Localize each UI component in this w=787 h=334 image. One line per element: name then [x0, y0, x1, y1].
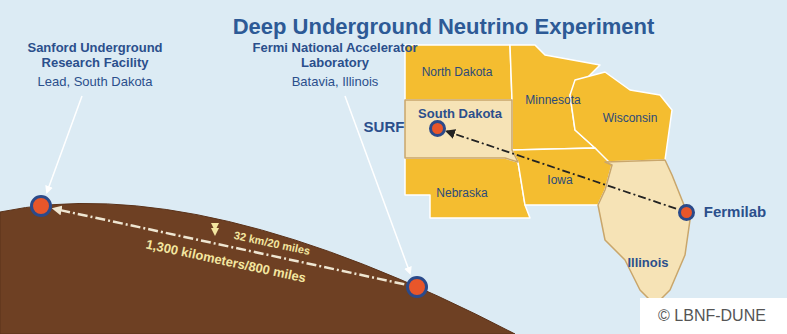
earth-section — [0, 203, 515, 334]
state-name: Wisconsin — [603, 111, 658, 125]
state-name: Illinois — [627, 255, 668, 270]
site-name: SURF — [354, 118, 414, 136]
site-name: Sanford Underground Research Facility — [10, 40, 180, 70]
site-name: Fermi National Accelerator Laboratory — [250, 40, 420, 70]
depth-arrow — [214, 229, 216, 234]
iowa — [512, 148, 612, 205]
credit-patch — [640, 298, 787, 334]
site-marker: Sanford Underground Research FacilityLea… — [30, 195, 52, 217]
site-name: Fermilab — [690, 203, 780, 221]
site-marker: Fermilab — [678, 204, 695, 221]
leader-line — [47, 96, 82, 192]
site-location: Lead, South Dakota — [10, 74, 180, 89]
state-map — [405, 45, 690, 305]
title: Deep Underground Neutrino Experiment — [0, 14, 787, 40]
state-name: Minnesota — [525, 93, 580, 107]
illinois — [598, 160, 690, 305]
state-name: North Dakota — [422, 65, 493, 79]
beam-path — [54, 209, 405, 285]
north-dakota — [405, 45, 512, 100]
site-marker: Fermi National Accelerator LaboratoryBat… — [406, 276, 428, 298]
copyright-note: © LBNF-DUNE — [658, 307, 766, 325]
site-location: Batavia, Illinois — [250, 74, 420, 89]
site-marker: SURF — [429, 120, 446, 137]
state-name: South Dakota — [418, 106, 502, 121]
south-dakota — [405, 100, 518, 162]
state-name: Iowa — [547, 173, 572, 187]
state-name: Nebraska — [436, 186, 487, 200]
nebraska — [405, 158, 530, 218]
